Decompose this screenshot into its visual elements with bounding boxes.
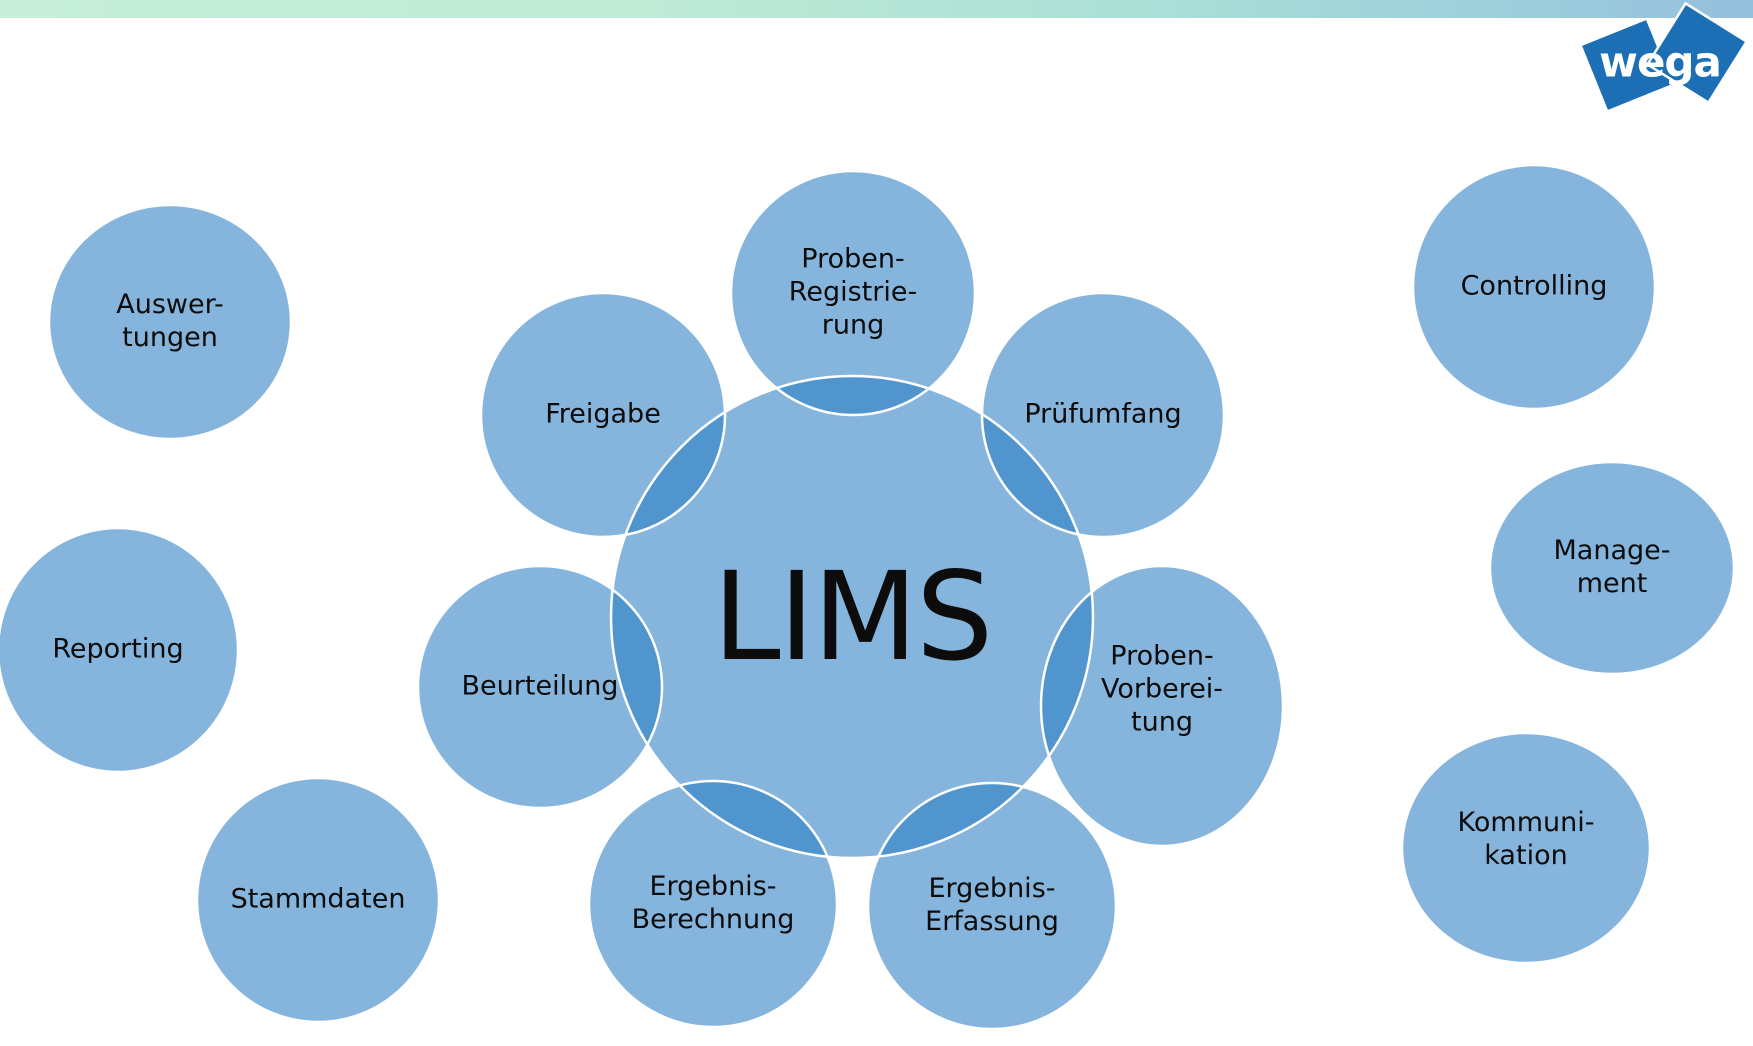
ergebnis-erfassung-circle-outline [866, 781, 1118, 1031]
beurteilung-circle-outline [416, 564, 664, 810]
management-circle [1490, 462, 1734, 674]
stammdaten-circle-outline [195, 776, 441, 1024]
bubble-strokes [0, 163, 1736, 1031]
freigabe-circle-outline [479, 291, 727, 539]
wega-logo-left-square [1582, 20, 1672, 110]
controlling-circle [1413, 165, 1655, 409]
wega-logo-text: wega [1599, 38, 1721, 87]
proben-registrierung-circle [731, 171, 975, 415]
freigabe-circle [481, 293, 725, 537]
kommunikation-circle-outline [1400, 731, 1652, 965]
kommunikation-circle [1402, 733, 1650, 963]
lims-circle-outline [609, 374, 1095, 860]
beurteilung-circle [418, 566, 662, 808]
auswertungen-circle-outline [47, 203, 293, 441]
controlling-circle-outline [1411, 163, 1657, 411]
proben-registrierung-circle-outline [729, 169, 977, 417]
wega-logo: wega [1582, 1, 1749, 110]
wega-logo-right-square [1645, 1, 1749, 105]
reporting-circle-outline [0, 526, 240, 774]
ergebnis-berechnung-circle-outline [587, 779, 839, 1029]
ergebnis-berechnung-circle [589, 781, 837, 1027]
pruefumfang-circle-outline [980, 291, 1226, 539]
proben-vorbereitung-circle-outline [1039, 564, 1285, 848]
proben-vorbereitung-circle [1041, 566, 1283, 846]
stammdaten-circle [197, 778, 439, 1022]
reporting-circle [0, 528, 238, 772]
bubble-fills [0, 165, 1734, 1029]
management-circle-outline [1488, 460, 1736, 676]
auswertungen-circle [49, 205, 291, 439]
lims-circle [611, 376, 1093, 858]
top-gradient-bar [0, 0, 1753, 18]
pruefumfang-circle [982, 293, 1224, 537]
